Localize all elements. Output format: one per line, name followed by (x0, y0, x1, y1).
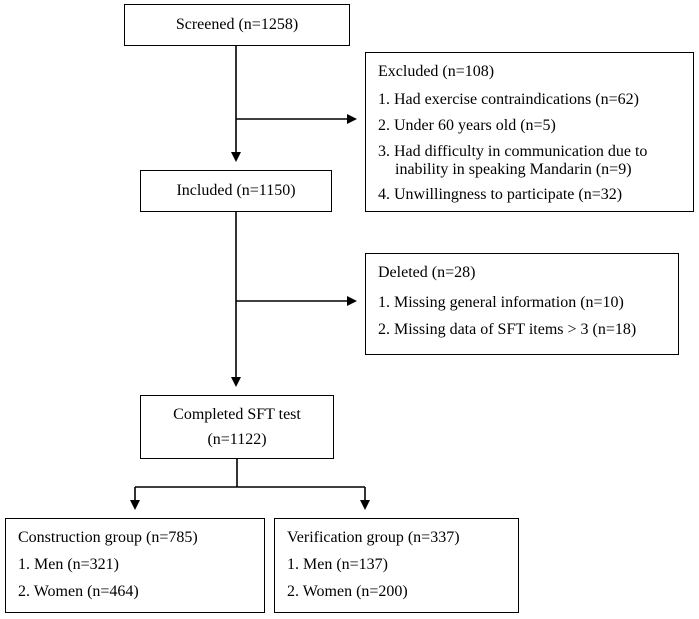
verification-group-item: 2. Women (n=200) (287, 583, 408, 600)
deleted-box: Deleted (n=28) 1. Missing general inform… (365, 253, 679, 355)
deleted-title: Deleted (n=28) (378, 264, 476, 281)
excluded-item: 3. Had difficulty in communication due t… (378, 143, 648, 160)
construction-group-box: Construction group (n=785) 1. Men (n=321… (5, 518, 265, 613)
excluded-item-continued: inability in speaking Mandarin (n=9) (395, 161, 632, 178)
excluded-item: 1. Had exercise contraindications (n=62) (378, 91, 639, 108)
excluded-item: 4. Unwillingness to participate (n=32) (378, 186, 623, 203)
included-label: Included (n=1150) (176, 182, 296, 199)
verification-group-box: Verification group (n=337) 1. Men (n=137… (274, 518, 519, 613)
verification-group-title: Verification group (n=337) (287, 529, 460, 546)
completed-count: (n=1122) (207, 431, 267, 448)
excluded-item: 2. Under 60 years old (n=5) (378, 117, 556, 134)
excluded-title: Excluded (n=108) (378, 63, 495, 80)
construction-group-item: 1. Men (n=321) (18, 556, 120, 573)
screened-box: Screened (n=1258) (124, 4, 350, 46)
completed-label: Completed SFT test (173, 406, 301, 423)
deleted-item: 2. Missing data of SFT items > 3 (n=18) (378, 321, 637, 338)
completed-box: Completed SFT test (n=1122) (140, 395, 334, 459)
screened-label: Screened (n=1258) (175, 16, 299, 33)
included-box: Included (n=1150) (140, 170, 332, 212)
verification-group-item: 1. Men (n=137) (287, 556, 389, 573)
deleted-item: 1. Missing general information (n=10) (378, 294, 624, 311)
excluded-box: Excluded (n=108) 1. Had exercise contrai… (365, 52, 694, 212)
construction-group-item: 2. Women (n=464) (18, 583, 139, 600)
construction-group-title: Construction group (n=785) (18, 529, 198, 546)
